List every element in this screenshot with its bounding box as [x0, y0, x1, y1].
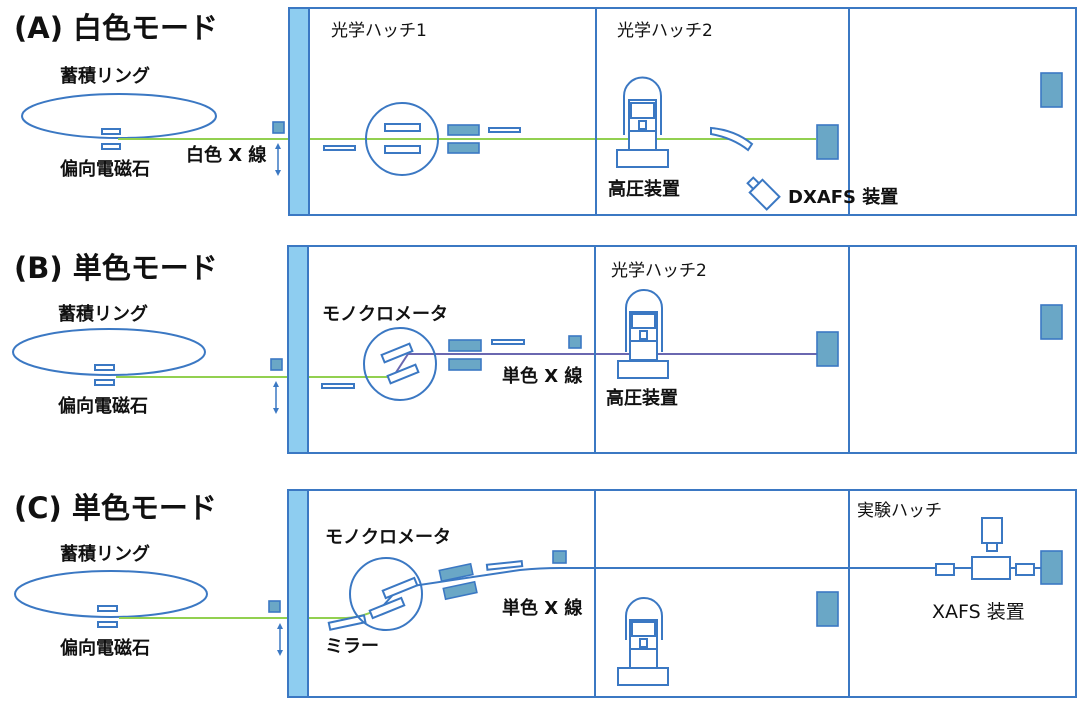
- slit: [323, 145, 356, 151]
- panel-title: (B) 単色モード: [14, 251, 218, 285]
- double-arrow-icon: [273, 381, 279, 414]
- white-xray-beam: [119, 606, 383, 619]
- high-pressure-label: 高圧装置: [606, 387, 678, 409]
- high-pressure-apparatus: [616, 76, 669, 168]
- bent-crystal: [710, 126, 754, 152]
- bending-magnet-lower: [101, 143, 121, 150]
- beam-label: 単色 X 線: [502, 597, 582, 619]
- bending-magnet-lower: [97, 621, 118, 628]
- mirror: [327, 614, 367, 631]
- beam-stop: [816, 331, 839, 367]
- crystal-2: [368, 596, 406, 620]
- bending-magnet-label: 偏向電磁石: [58, 395, 148, 417]
- shutter-block: [552, 550, 567, 564]
- bending-magnet-upper: [101, 128, 121, 135]
- slit-block-lower: [447, 142, 480, 154]
- hutch-frame: [287, 489, 1077, 698]
- panel-title: (C) 単色モード: [14, 491, 217, 525]
- shutter-block: [270, 358, 283, 371]
- storage-ring: [12, 328, 206, 376]
- crystal-upper: [384, 123, 421, 132]
- shield-wall: [287, 245, 309, 454]
- hutch-label-optics-2: 光学ハッチ2: [611, 261, 707, 281]
- bending-magnet-label: 偏向電磁石: [60, 637, 150, 659]
- crystal-lower: [384, 145, 421, 154]
- shutter-block: [568, 335, 582, 349]
- panel-b: (B) 単色モード 蓄積リング 偏向電磁石 モノクロメータ 光学ハッチ2 単色 …: [12, 245, 1077, 454]
- shield-wall: [287, 489, 309, 698]
- beam-stop: [816, 591, 839, 627]
- crystal-1: [380, 342, 414, 364]
- storage-ring-label: 蓄積リング: [60, 543, 150, 565]
- beam-label: 白色 X 線: [186, 144, 266, 166]
- shield-wall: [288, 7, 310, 216]
- bending-magnet-upper: [97, 605, 118, 612]
- dxafs-detector: [746, 176, 781, 211]
- hutch-frame: [288, 7, 1077, 216]
- panel-a: (A) 白色モード 蓄積リング 偏向電磁石 白色 X 線 光学ハッチ1 光学ハッ…: [14, 7, 1077, 216]
- shutter-block: [268, 600, 281, 613]
- hutch-label-optics-1: 光学ハッチ1: [331, 21, 427, 41]
- beam-stop-downstream: [1040, 72, 1063, 108]
- hutch-frame: [287, 245, 1077, 454]
- xafs-apparatus: [935, 517, 1063, 585]
- bending-magnet-upper: [94, 364, 115, 371]
- monochromator-chamber: [349, 557, 423, 631]
- bending-magnet-lower: [94, 379, 115, 386]
- hutch-label-experiment: 実験ハッチ: [857, 501, 942, 521]
- slit-block-lower: [448, 358, 482, 371]
- chamber-circle: [365, 102, 439, 176]
- monochromator-chamber: [363, 327, 437, 401]
- high-pressure-apparatus: [617, 289, 669, 379]
- panel-c: (C) 単色モード 蓄積リング 偏向電磁石 モノクロメータ 実験ハッチ ミラー …: [14, 489, 1077, 698]
- hutch-label-optics-2: 光学ハッチ2: [617, 21, 713, 41]
- crystal-1: [381, 576, 419, 600]
- slit-block-upper: [438, 562, 474, 583]
- double-arrow-icon: [275, 143, 281, 176]
- storage-ring: [14, 570, 208, 618]
- slit-block-upper: [447, 124, 480, 136]
- beam-stop: [816, 124, 839, 160]
- mono-xray-beam: [381, 567, 1041, 608]
- bending-magnet-label: 偏向電磁石: [60, 158, 150, 180]
- slit-block-lower: [442, 580, 478, 601]
- slit-block-upper: [448, 339, 482, 352]
- monochromator-label: モノクロメータ: [322, 304, 448, 325]
- mirror-label: ミラー: [325, 636, 379, 657]
- monochromator-label: モノクロメータ: [325, 527, 451, 548]
- dxafs-label: DXAFS 装置: [788, 186, 898, 208]
- slit: [321, 383, 355, 389]
- shutter-block: [272, 121, 285, 134]
- xafs-label: XAFS 装置: [932, 601, 1025, 623]
- storage-ring-label: 蓄積リング: [58, 303, 148, 325]
- storage-ring-label: 蓄積リング: [60, 65, 150, 87]
- high-pressure-label: 高圧装置: [608, 178, 680, 200]
- double-arrow-icon: [277, 623, 283, 656]
- mirror: [488, 127, 521, 133]
- panel-title: (A) 白色モード: [14, 11, 218, 45]
- high-pressure-apparatus: [617, 597, 669, 686]
- beam-stop-downstream: [1040, 304, 1063, 340]
- mirror-2: [485, 560, 524, 571]
- crystal-2: [386, 363, 420, 385]
- mirror: [491, 339, 525, 345]
- beam-label: 単色 X 線: [502, 365, 582, 387]
